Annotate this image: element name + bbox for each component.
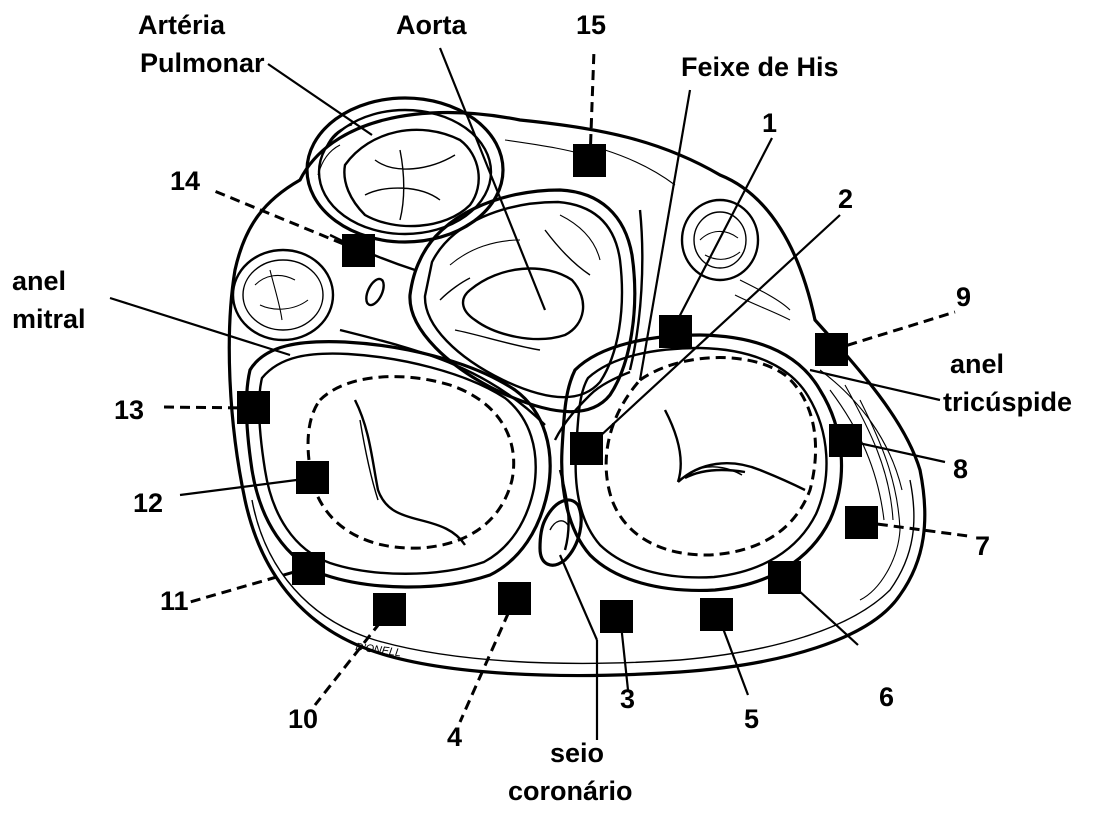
site-9-label: 9 (956, 282, 971, 312)
aorta-structure (410, 190, 635, 412)
mitral-ring-label-1: anel (12, 266, 66, 296)
site-2-label: 2 (838, 184, 853, 214)
site-3-marker (600, 600, 633, 633)
site-15-marker (573, 144, 606, 177)
site-9-leader (832, 312, 955, 350)
label-leaders (110, 48, 940, 740)
mitral-ring-label-2: mitral (12, 304, 86, 334)
site-14-label: 14 (170, 166, 200, 196)
site-8-label: 8 (953, 454, 968, 484)
aorta-label: Aorta (396, 10, 467, 40)
site-2-leader (585, 215, 840, 450)
site-14-marker (342, 234, 375, 267)
tricuspid-ring-label-1: anel (950, 349, 1004, 379)
site-11-label: 11 (160, 586, 189, 616)
site-1-marker (659, 315, 692, 348)
pulmonary-artery-label-1: Artéria (138, 10, 226, 40)
site-12-leader (180, 478, 312, 495)
site-13-marker (237, 391, 270, 424)
coronary-sinus-label-1: seio (550, 738, 604, 768)
central-body (540, 372, 630, 565)
pulmonary-artery-leader (268, 64, 372, 135)
tricuspid-ring-leader (810, 370, 940, 400)
site-7-marker (845, 506, 878, 539)
site-15-label: 15 (576, 10, 606, 40)
tricuspid-ring-label-2: tricúspide (943, 387, 1072, 417)
mitral-ring-structure (246, 342, 550, 587)
site-6-label: 6 (879, 682, 894, 712)
site-5-marker (700, 598, 733, 631)
site-12-label: 12 (133, 488, 163, 518)
site-4-label: 4 (447, 722, 462, 752)
site-3-label: 3 (620, 684, 635, 714)
site-1-label: 1 (762, 108, 777, 138)
site-13-label: 13 (114, 395, 144, 425)
site-4-marker (498, 582, 531, 615)
site-2-marker (570, 432, 603, 465)
artist-signature: D'ONELL (355, 641, 402, 659)
site-11-marker (292, 552, 325, 585)
site-7-label: 7 (975, 531, 990, 561)
site-10-marker (373, 593, 406, 626)
coronary-sinus-label-2: coronário (508, 776, 633, 806)
tricuspid-ring-structure (562, 335, 842, 590)
heart-outline (229, 113, 925, 676)
coronary-sinus-leader-b (560, 555, 597, 640)
site-15-leader (590, 50, 594, 160)
site-9-marker (815, 333, 848, 366)
his-bundle-label: Feixe de His (681, 52, 839, 82)
site-10-label: 10 (288, 704, 318, 734)
site-6-marker (768, 561, 801, 594)
site-12-marker (296, 461, 329, 494)
site-leaders (160, 50, 968, 722)
pulmonary-artery-label-2: Pulmonar (140, 48, 265, 78)
aorta-leader (440, 48, 545, 310)
site-8-marker (829, 424, 862, 457)
site-5-label: 5 (744, 704, 759, 734)
site-4-leader (460, 598, 515, 722)
